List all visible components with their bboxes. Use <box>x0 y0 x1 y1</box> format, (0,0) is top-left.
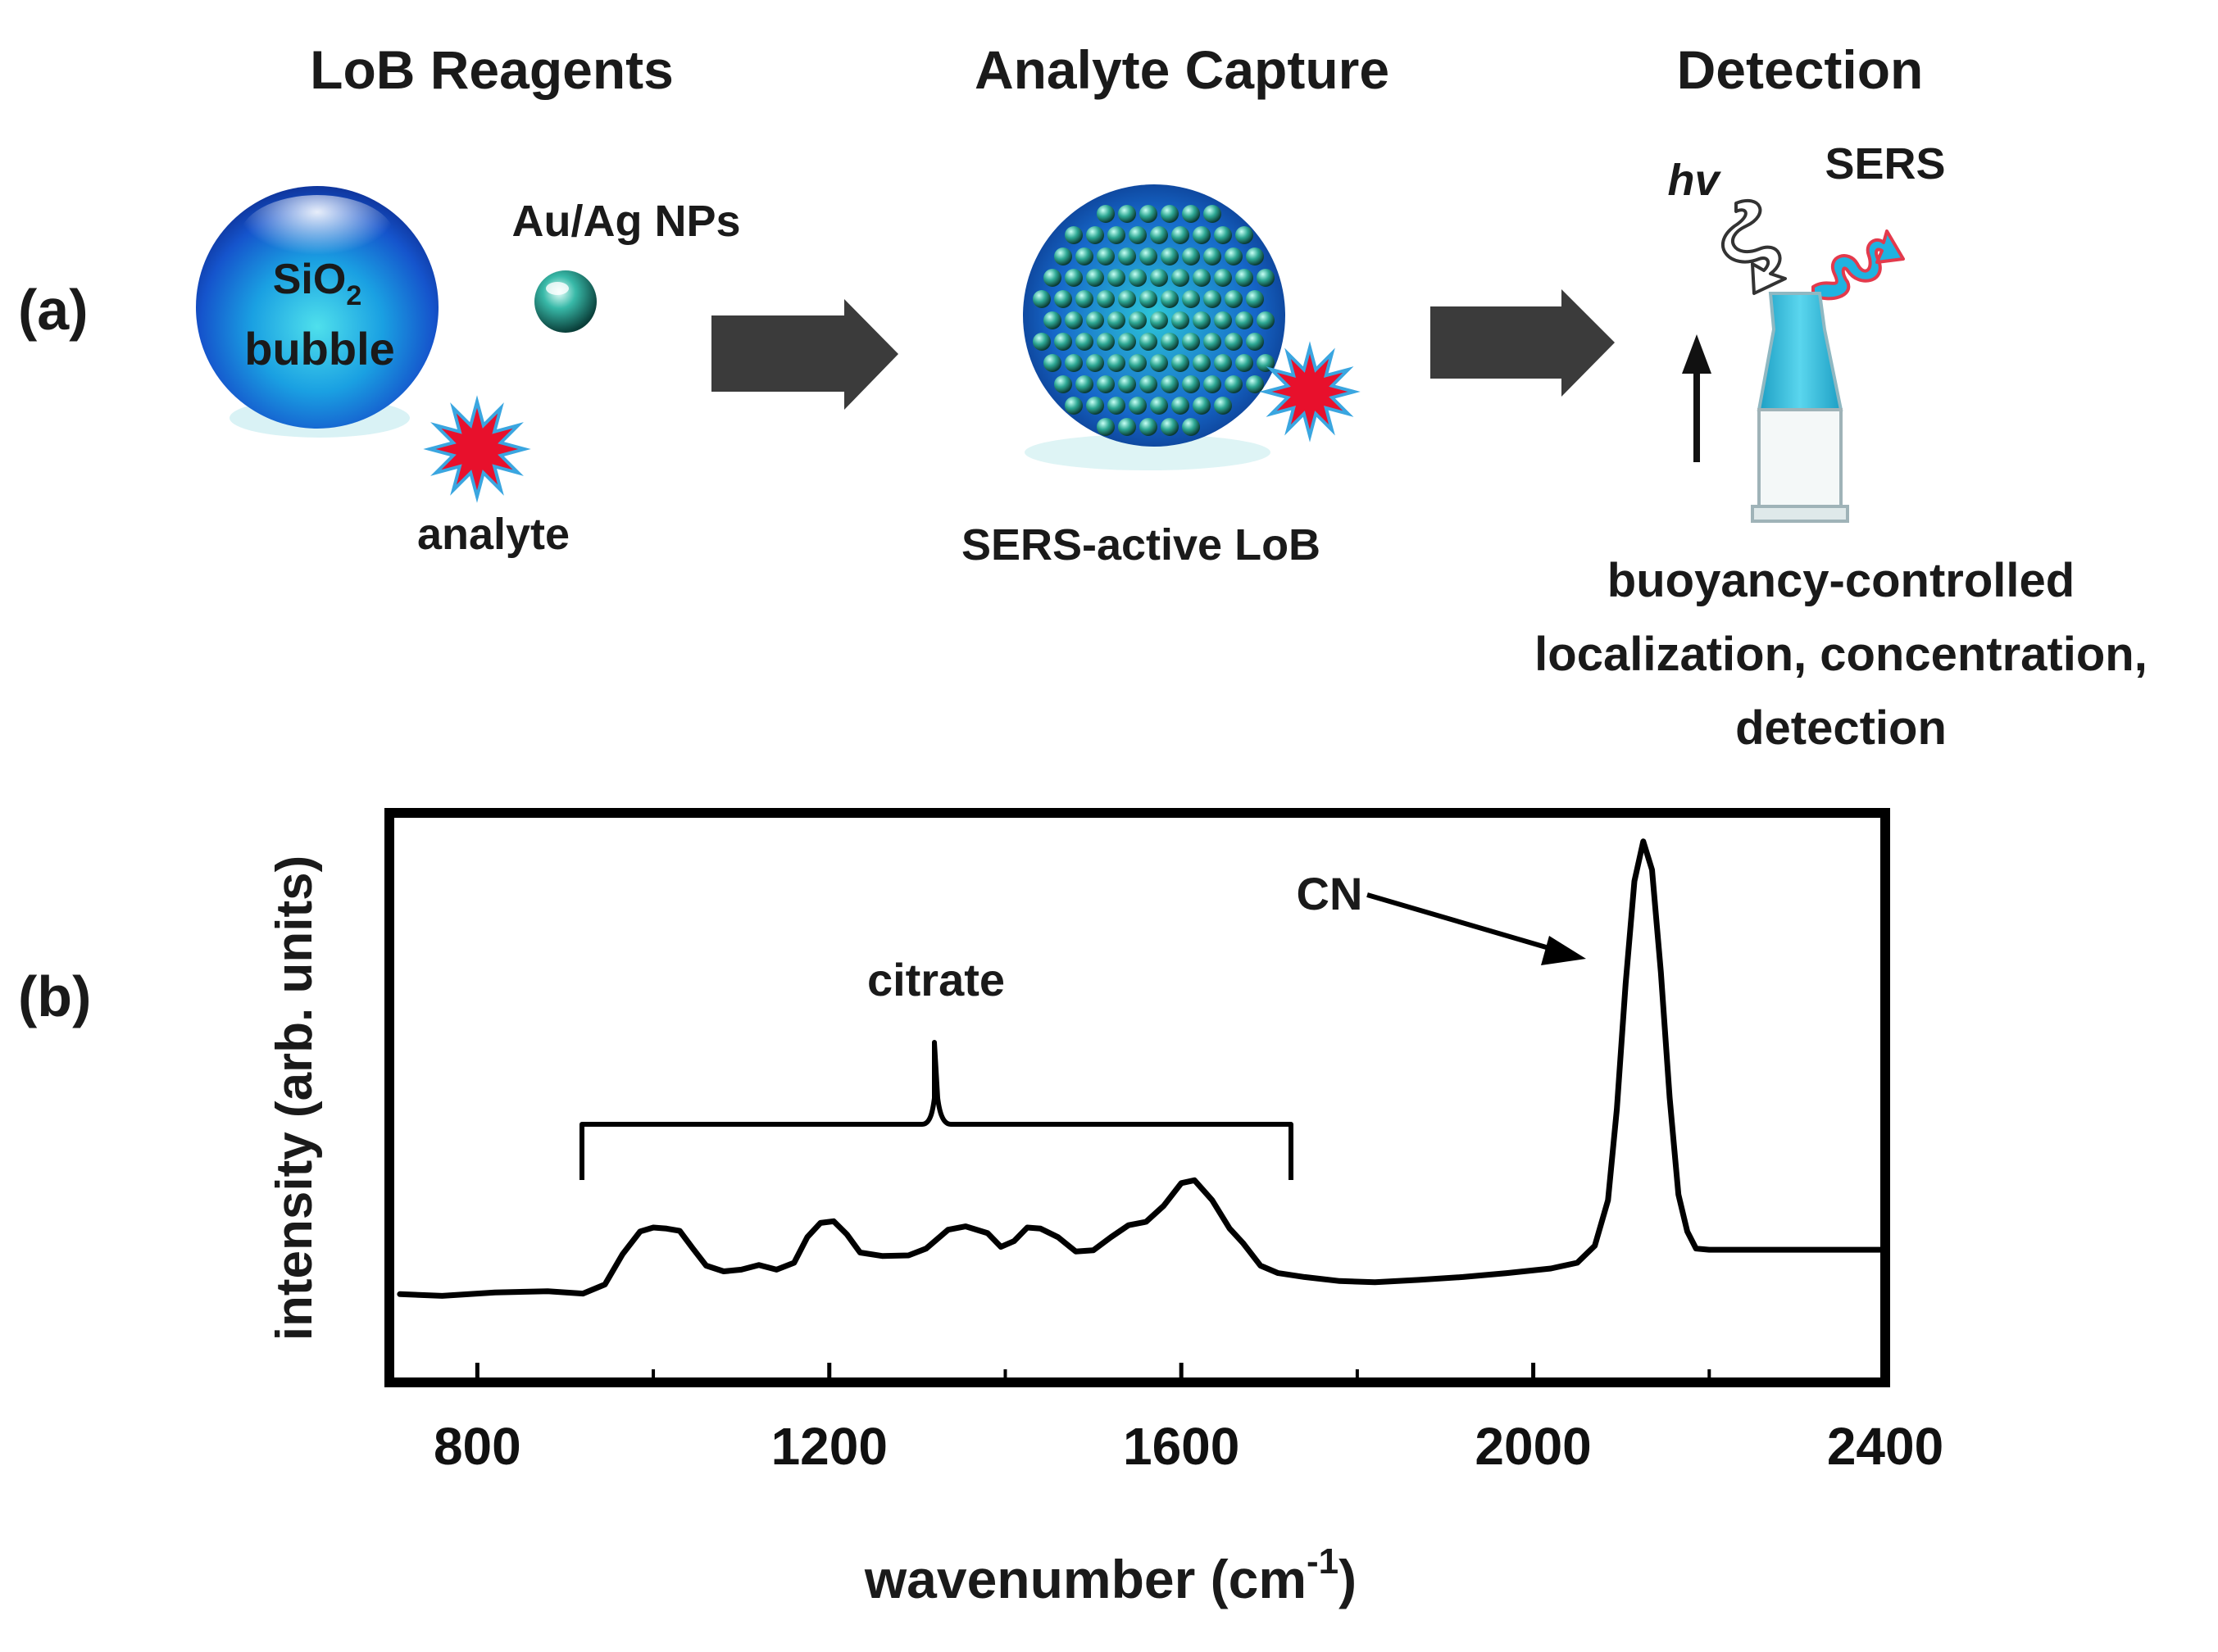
heading-detection: Detection <box>1677 39 1924 100</box>
silica-bubble-icon: SiO2 bubble <box>196 186 439 438</box>
bubble-label-sub: 2 <box>346 280 361 311</box>
svg-text:SiO2: SiO2 <box>273 256 362 311</box>
detection-caption-line3: detection <box>1735 701 1947 755</box>
sers-label: SERS <box>1825 139 1945 188</box>
sample-tube-icon <box>1751 292 1849 523</box>
x-axis-label-close: ) <box>1339 1549 1357 1609</box>
x-tick-label: 1200 <box>771 1417 888 1476</box>
panel-a-label: (a) <box>18 278 89 342</box>
cn-arrow <box>1366 892 1586 965</box>
citrate-annotation: citrate <box>867 954 1005 1005</box>
hv-label: hv <box>1667 156 1721 205</box>
x-tick-label: 800 <box>434 1417 521 1476</box>
nps-label: Au/Ag NPs <box>511 197 740 246</box>
x-axis-label: wavenumber (cm-1) <box>864 1541 1357 1609</box>
x-axis-label-sup: -1 <box>1307 1541 1339 1582</box>
y-axis-label: intensity (arb. units) <box>266 856 323 1341</box>
nanoparticle-icon <box>534 270 597 333</box>
bubble-label-bubble: bubble <box>244 323 395 374</box>
analyte-label: analyte <box>417 510 570 559</box>
panel-a: (a) LoB Reagents Analyte Capture Detecti… <box>18 39 2148 755</box>
flow-arrow-icon <box>1430 289 1615 397</box>
heading-analyte-capture: Analyte Capture <box>975 39 1389 100</box>
lob-label: SERS-active LoB <box>961 520 1320 570</box>
analyte-star-icon <box>423 395 531 503</box>
photon-wave-icon <box>1721 198 1787 295</box>
panel-b: (b) 800 1200 1600 2000 2400 intensity (arb. … <box>18 808 1943 1609</box>
detection-caption-line1: buoyancy-controlled <box>1607 554 2075 607</box>
bubble-label-sio: SiO <box>273 256 347 303</box>
heading-lob-reagents: LoB Reagents <box>310 39 674 100</box>
flow-arrow-icon <box>711 299 898 410</box>
x-tick-label: 2400 <box>1827 1417 1943 1476</box>
cn-annotation: CN <box>1297 868 1363 919</box>
panel-b-label: (b) <box>18 964 91 1028</box>
x-axis-label-base: wavenumber (cm <box>864 1549 1307 1609</box>
buoyancy-arrow-icon <box>1682 334 1711 462</box>
x-tick-label: 1600 <box>1123 1417 1239 1476</box>
citrate-bracket <box>579 1040 1293 1180</box>
detection-caption-line2: localization, concentration, <box>1534 628 2148 681</box>
lob-sphere-icon <box>1023 184 1361 470</box>
plot-frame <box>384 808 1890 1387</box>
series-line <box>397 838 1884 1299</box>
sers-wave-icon <box>1811 229 1905 301</box>
spectrum-chart: 800 1200 1600 2000 2400 intensity (arb. unit… <box>266 808 1943 1609</box>
x-tick-label: 2000 <box>1475 1417 1591 1476</box>
